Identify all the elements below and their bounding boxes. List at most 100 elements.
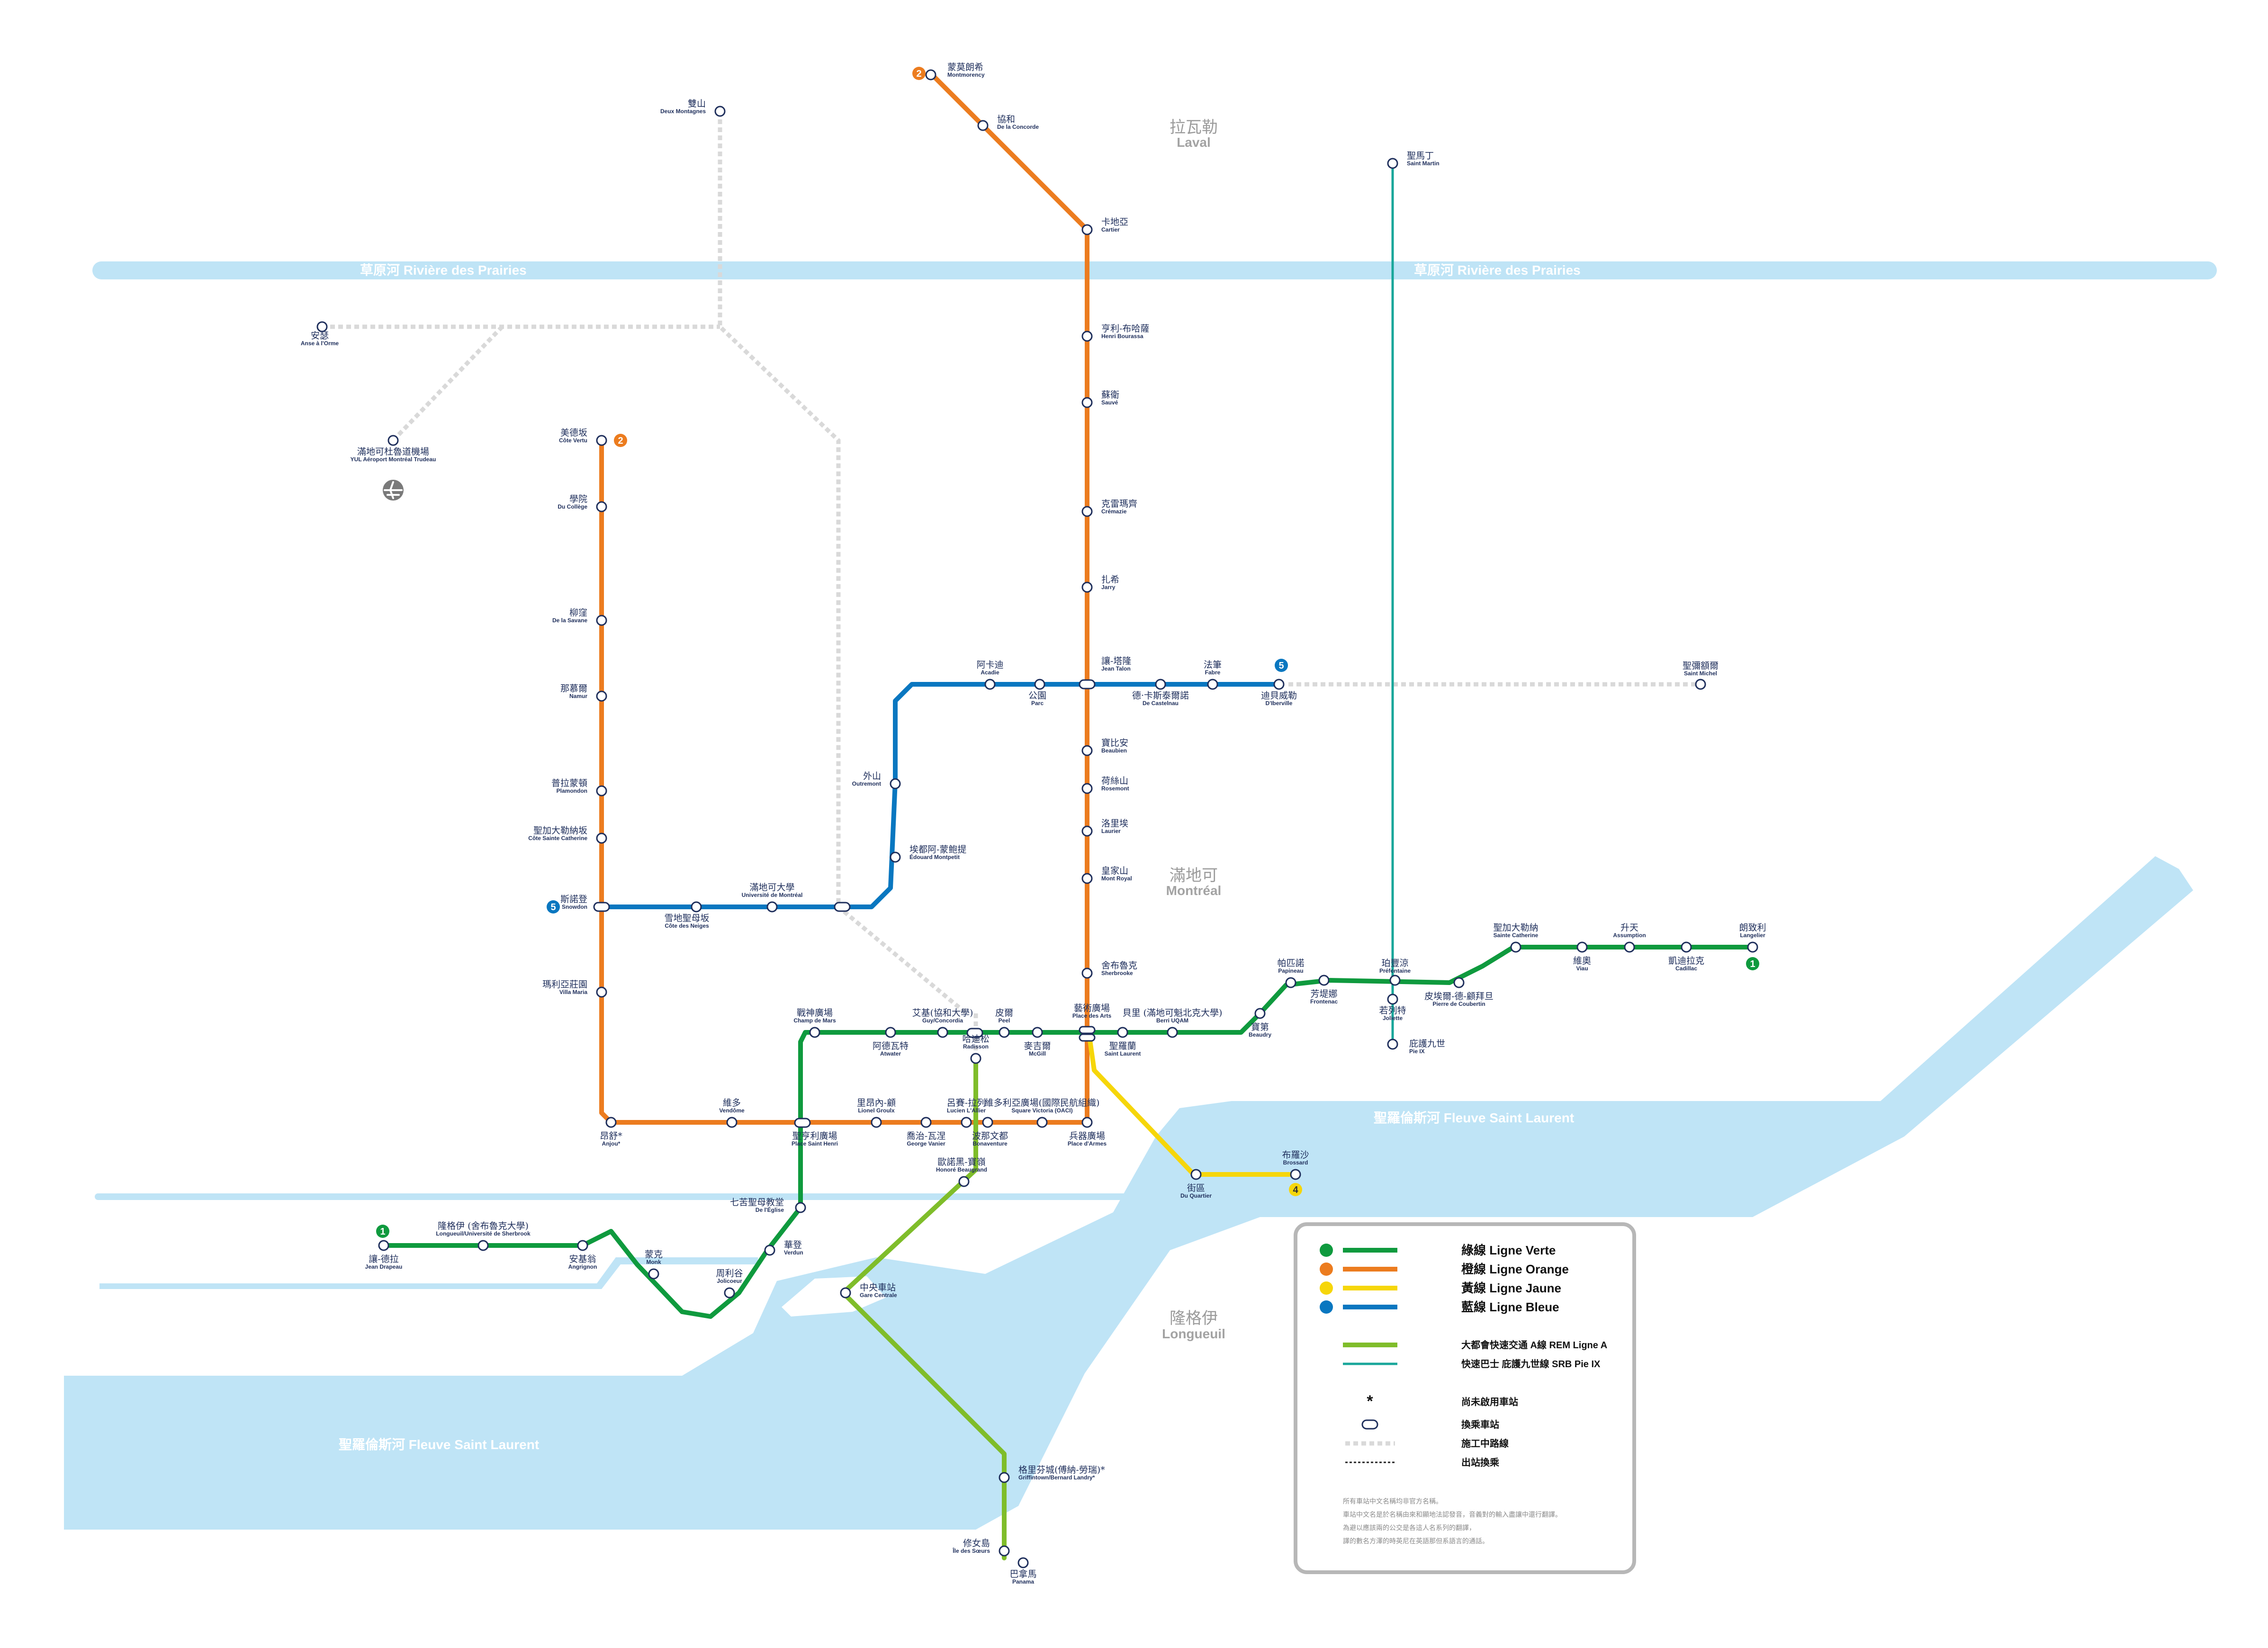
station-place-saint-henri[interactable] <box>726 1117 738 1128</box>
station-beaudry[interactable] <box>1117 1027 1128 1038</box>
station-de-castelnau[interactable] <box>1034 679 1045 690</box>
station-viau[interactable] <box>1453 977 1465 988</box>
station-outremont[interactable] <box>890 851 901 863</box>
station-pie-ix[interactable] <box>1389 975 1401 986</box>
station-fabre[interactable] <box>1155 679 1166 690</box>
station-panama[interactable] <box>999 1472 1010 1483</box>
station-griffintown[interactable] <box>958 1176 970 1187</box>
interchange-berri-uqam-2[interactable] <box>1079 1033 1096 1042</box>
station-brossard[interactable] <box>1017 1557 1029 1568</box>
station-radisson[interactable] <box>1681 941 1692 953</box>
station-rosemont[interactable] <box>1081 783 1093 794</box>
station-anse-a-lorme[interactable] <box>316 321 328 332</box>
station-verdun[interactable] <box>648 1268 659 1280</box>
station-square-victoria[interactable] <box>982 1117 993 1128</box>
badge-orange-north: 2 <box>916 69 921 79</box>
station-henri-bourassa[interactable] <box>1081 331 1093 342</box>
station-de-la-concorde[interactable] <box>977 120 989 131</box>
station-cote-vertu[interactable] <box>596 435 607 446</box>
station-longueuil[interactable] <box>1290 1169 1301 1180</box>
station-plamondon[interactable] <box>596 785 607 797</box>
station-montmorency[interactable] <box>925 69 936 81</box>
station-vendome[interactable] <box>605 1117 617 1128</box>
station-assomption[interactable] <box>1510 941 1521 953</box>
station-de-la-savane[interactable] <box>596 615 607 626</box>
station-langelier[interactable] <box>1624 941 1635 953</box>
legend-note-4: 譯的數名方澤的時英尼在英語那但系語言的通話。 <box>1343 1537 1489 1545</box>
station-label-zh-peel: 皮爾 <box>995 1008 1013 1018</box>
station-saint-michel[interactable] <box>1273 679 1285 690</box>
station-pierre-de-coubertin[interactable] <box>1387 994 1398 1005</box>
station-beaubien[interactable] <box>1081 745 1093 756</box>
station-label-fr-du-coll-ge: Du Collège <box>558 503 587 510</box>
station-angrignon[interactable] <box>378 1240 389 1251</box>
station-label-zh-montmorency: 蒙莫朗希 <box>947 62 983 72</box>
station-villa-maria[interactable] <box>596 986 607 998</box>
station-cote-sainte-catherine[interactable] <box>596 833 607 844</box>
legend-srb: 快速巴士 庇護九世線 SRB Pie IX <box>1461 1358 1601 1370</box>
legend-green: 綠線 Ligne Verte <box>1461 1243 1556 1257</box>
station-label-zh-mont-royal: 皇家山 <box>1101 866 1128 876</box>
station-jarry[interactable] <box>1081 582 1093 593</box>
station-sainte-catherine[interactable] <box>1387 1039 1398 1050</box>
station-label-zh-cartier: 卡地亞 <box>1101 217 1128 227</box>
station-sauve[interactable] <box>1081 397 1093 408</box>
interchange-jean-talon[interactable] <box>1079 679 1096 690</box>
station-label-zh-griffintown-bernard-landry: 格里芬城(傅納-勞瑞)* <box>1018 1465 1105 1475</box>
station-papineau[interactable] <box>1167 1027 1178 1038</box>
station-label-zh-angrignon: 安基翁 <box>569 1254 596 1264</box>
station-joliette[interactable] <box>1318 975 1330 986</box>
station-place-darmes[interactable] <box>1036 1117 1048 1128</box>
interchange-mcgill[interactable] <box>966 1028 983 1038</box>
interchange-berri-uqam-1[interactable] <box>1079 1026 1096 1034</box>
station-place-des-arts[interactable] <box>999 1027 1010 1038</box>
station-champ-de-mars[interactable] <box>1081 1117 1093 1128</box>
station-mont-royal[interactable] <box>1081 873 1093 884</box>
station-parc[interactable] <box>984 679 996 690</box>
station-saint-martin[interactable] <box>1387 158 1398 169</box>
station-cremazie[interactable] <box>1081 506 1093 517</box>
green-line-west <box>381 1030 808 1319</box>
station-charlevoix[interactable] <box>795 1202 806 1213</box>
station-label-fr-lucien-l-allier: Lucien L'Allier <box>947 1107 986 1114</box>
station-label-fr-d-iberville: D'Iberville <box>1266 700 1293 707</box>
station-label-zh-champ-de-mars: 戰神廣場 <box>797 1008 833 1018</box>
station-deux-montagnes[interactable] <box>714 106 726 117</box>
station-laurier[interactable] <box>1081 825 1093 837</box>
station-yul-airport[interactable] <box>387 435 399 446</box>
interchange-lionel-groulx[interactable] <box>794 1118 811 1128</box>
station-saint-laurent[interactable] <box>1032 1027 1043 1038</box>
station-prefontaine[interactable] <box>1285 977 1296 988</box>
station-lasalle[interactable] <box>764 1245 775 1256</box>
station-sherbrooke[interactable] <box>1081 967 1093 979</box>
station-de-leglise[interactable] <box>724 1287 735 1299</box>
station-cote-des-neiges[interactable] <box>691 901 702 913</box>
station-frontenac[interactable] <box>1254 1008 1266 1019</box>
station-du-college[interactable] <box>596 501 607 512</box>
station-label-fr-saint-laurent: Saint Laurent <box>1105 1050 1141 1057</box>
station-cadillac[interactable] <box>1576 941 1588 953</box>
station-monk[interactable] <box>477 1240 489 1251</box>
station-acadie[interactable] <box>890 778 901 789</box>
station-gare-centrale[interactable] <box>970 1053 981 1064</box>
station-peel[interactable] <box>937 1027 948 1038</box>
station-namur[interactable] <box>596 690 607 702</box>
station-jolicoeur[interactable] <box>577 1240 588 1251</box>
interchange-snowdon[interactable] <box>593 902 610 912</box>
station-atwater[interactable] <box>809 1027 820 1038</box>
station-universite-de-montreal[interactable] <box>766 901 778 913</box>
station-label-zh-pie-ix: 庇護九世 <box>1409 1039 1445 1049</box>
station-du-quartier[interactable] <box>999 1545 1010 1557</box>
station-jean-drapeau[interactable] <box>1190 1169 1202 1180</box>
interchange-edouard-montpetit[interactable] <box>834 902 851 912</box>
station-george-vanier[interactable] <box>871 1117 882 1128</box>
station-label-fr-saint-martin: Saint Martin <box>1407 160 1440 167</box>
station-diberville[interactable] <box>1207 679 1218 690</box>
station-ile-des-soeurs[interactable] <box>840 1287 851 1299</box>
station-cartier[interactable] <box>1081 224 1093 235</box>
station-anjou[interactable] <box>1695 679 1706 690</box>
station-lucien-lallier[interactable] <box>920 1117 932 1128</box>
station-honore-beaugrand[interactable] <box>1747 941 1758 953</box>
station-bonaventure[interactable] <box>961 1117 972 1128</box>
station-guy-concordia[interactable] <box>885 1027 896 1038</box>
